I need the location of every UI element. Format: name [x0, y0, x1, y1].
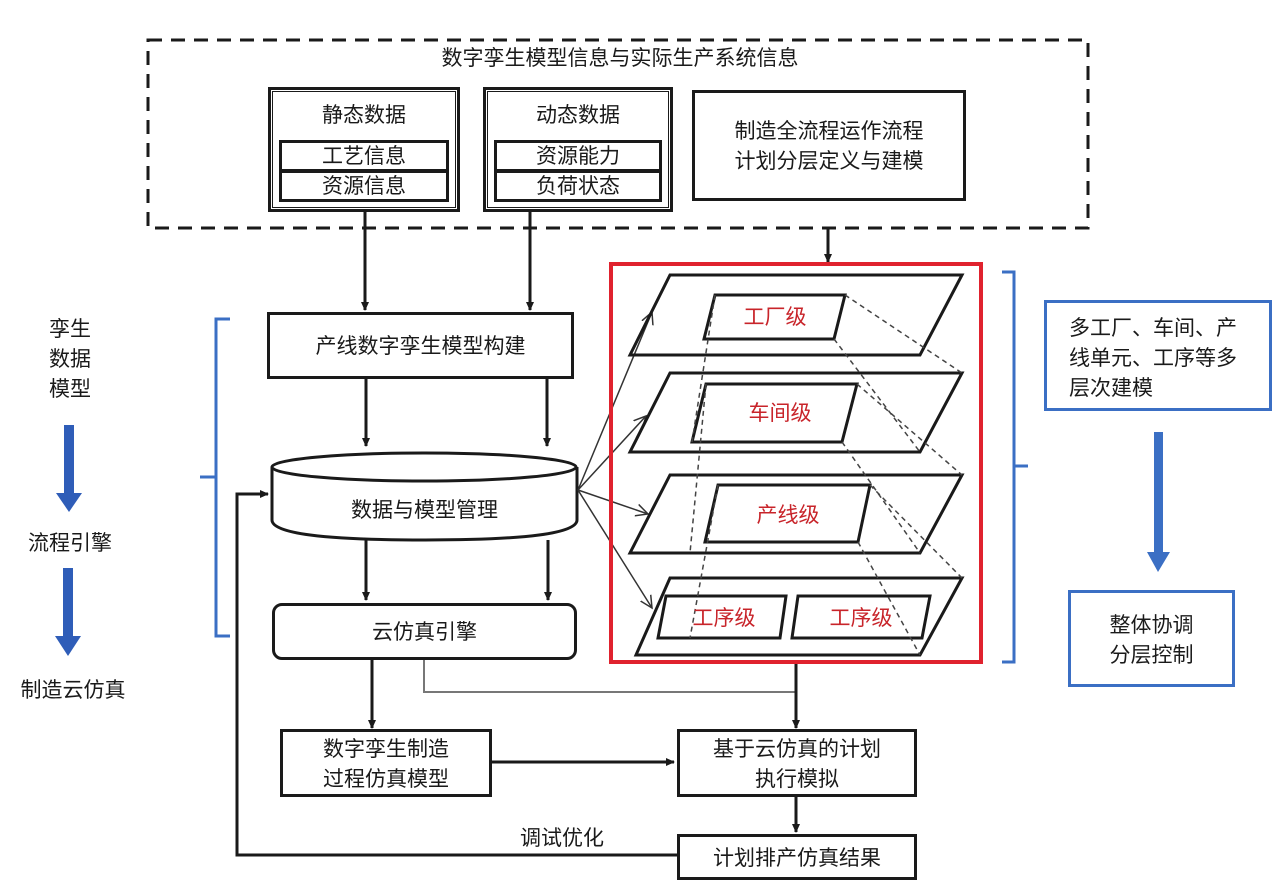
db-cylinder: [270, 451, 579, 542]
top-group-title: 数字孪生模型信息与实际生产系统信息: [441, 46, 799, 70]
left-step-cloud-sim: 制造云仿真: [20, 678, 126, 702]
level-line-label: 产线级: [756, 503, 820, 527]
db-label: 数据与模型管理: [351, 498, 498, 522]
level-process-label-2: 工序级: [829, 606, 893, 630]
process-inner-left: [656, 594, 788, 640]
level-factory-label: 工厂级: [743, 305, 807, 329]
level-workshop-label: 车间级: [748, 401, 812, 425]
left-step-twin-line-3: 模型: [49, 377, 91, 401]
level-layers: [627, 273, 965, 657]
workshop-layer: [627, 371, 965, 454]
left-step-twin-line-2: 数据: [49, 347, 91, 371]
level-process-label-1: 工序级: [692, 606, 756, 630]
multi-level-modeling-box: 多工厂、车间、产 线单元、工序等多 层次建模: [1044, 300, 1272, 411]
control-line-1: 整体协调: [1109, 613, 1194, 637]
factory-layer: [627, 273, 965, 357]
left-step-process-engine: 流程引擎: [28, 531, 112, 555]
left-flow-arrow-1: [56, 425, 82, 512]
static-item-resource: 资源信息: [279, 170, 449, 202]
feedback-loop-line: [235, 490, 680, 857]
arrow-db-to-factory: [577, 312, 652, 491]
right-bracket: [1002, 270, 1028, 664]
dynamic-item-load: 负荷状态: [494, 170, 662, 202]
planning-line-1: 制造全流程运作流程: [734, 119, 924, 143]
levels-frame: [609, 262, 983, 664]
planning-line-2: 计划分层定义与建模: [734, 149, 924, 173]
left-bracket: [200, 317, 230, 638]
left-flow-arrow-2: [55, 568, 81, 656]
static-item-process: 工艺信息: [279, 140, 449, 172]
coordinated-control-box: 整体协调 分层控制: [1068, 590, 1235, 687]
dynamic-item-label: 资源能力: [536, 144, 620, 168]
cloud-sim-engine-label: 云仿真引擎: [372, 620, 477, 644]
control-line-2: 分层控制: [1109, 643, 1194, 667]
build-model-label: 产线数字孪生模型构建: [315, 334, 526, 358]
static-data-title: 静态数据: [322, 103, 406, 127]
plan-exec-line-1: 基于云仿真的计划: [713, 737, 881, 761]
dynamic-data-title: 动态数据: [536, 103, 620, 127]
result-box: 计划排产仿真结果: [677, 834, 917, 880]
plan-exec-line-2: 执行模拟: [755, 767, 839, 791]
sim-model-line-1: 数字孪生制造: [323, 737, 449, 761]
sim-model-box: 数字孪生制造 过程仿真模型: [280, 729, 492, 797]
dynamic-data-box: 动态数据 资源能力 负荷状态: [483, 87, 673, 212]
cloud-sim-engine-box: 云仿真引擎: [272, 603, 577, 660]
sim-model-line-2: 过程仿真模型: [323, 767, 449, 791]
planning-box: 制造全流程运作流程 计划分层定义与建模: [692, 90, 966, 201]
static-item-label: 资源信息: [322, 174, 406, 198]
static-item-label: 工艺信息: [322, 144, 406, 168]
left-step-twin-line-1: 孪生: [49, 317, 91, 341]
arrow-db-to-process: [577, 489, 652, 608]
multi-level-line-1: 多工厂、车间、产: [1069, 316, 1237, 340]
multi-level-line-3: 层次建模: [1069, 376, 1153, 400]
multi-level-line-2: 线单元、工序等多: [1069, 346, 1237, 370]
plan-exec-box: 基于云仿真的计划 执行模拟: [677, 729, 917, 797]
static-data-box: 静态数据 工艺信息 资源信息: [268, 87, 460, 212]
right-flow-arrow: [1147, 432, 1170, 572]
line-engine-to-plan-exec: [423, 660, 796, 693]
build-model-box: 产线数字孪生模型构建: [267, 312, 574, 379]
dynamic-item-label: 负荷状态: [536, 174, 620, 198]
dynamic-item-capacity: 资源能力: [494, 140, 662, 172]
feedback-label: 调试优化: [520, 826, 604, 850]
result-label: 计划排产仿真结果: [713, 846, 881, 870]
top-group-dashed-border: [146, 38, 1090, 230]
projection-dashed-lines: [689, 294, 963, 656]
process-inner-right: [790, 594, 932, 640]
